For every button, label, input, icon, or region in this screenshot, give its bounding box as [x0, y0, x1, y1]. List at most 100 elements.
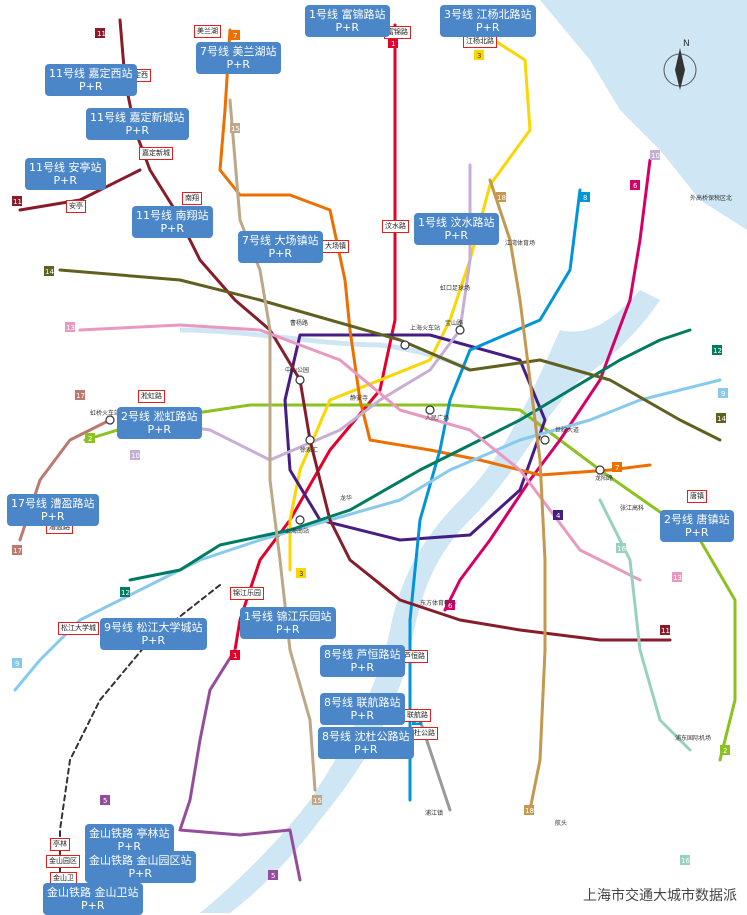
svg-text:静安寺: 静安寺 [350, 394, 368, 402]
svg-text:宝山路: 宝山路 [445, 319, 463, 327]
line-13 [78, 323, 642, 582]
svg-text:3: 3 [299, 570, 303, 578]
station-marker-jinshan-park: 金山园区 [46, 855, 80, 868]
station-marker-tangzhen: 唐镇 [687, 490, 707, 503]
svg-text:5: 5 [271, 872, 275, 880]
svg-text:N: N [683, 39, 690, 49]
svg-text:徐家汇: 徐家汇 [300, 446, 318, 454]
station-marker-dachang: 大场镇 [322, 240, 349, 253]
station-marker-meilan-lake: 美兰湖 [194, 25, 221, 38]
station-marker-luheng: 芦恒路 [401, 650, 428, 663]
svg-text:11: 11 [661, 627, 670, 635]
svg-text:1: 1 [233, 652, 237, 660]
interchange-longyang [595, 465, 605, 475]
station-marker-jiading-new: 嘉定新城 [139, 147, 173, 160]
interchange-people-square [425, 405, 435, 415]
interchange-century-ave [540, 435, 550, 445]
svg-text:13: 13 [673, 574, 682, 582]
svg-text:1: 1 [391, 40, 395, 48]
svg-text:12: 12 [713, 347, 722, 355]
svg-text:9: 9 [721, 390, 725, 398]
svg-text:上海火车站: 上海火车站 [410, 324, 440, 332]
line-3 [288, 28, 532, 572]
svg-text:4: 4 [556, 512, 561, 520]
svg-text:世纪大道: 世纪大道 [555, 426, 579, 434]
svg-text:外高桥保税区北: 外高桥保税区北 [690, 194, 732, 202]
svg-text:10: 10 [131, 452, 140, 460]
line-6 [443, 158, 652, 612]
station-marker-anting: 安亭 [66, 200, 86, 213]
svg-text:中山公园: 中山公园 [285, 366, 309, 374]
station-marker-jinjiang: 锦江乐园 [230, 587, 264, 600]
svg-text:18: 18 [497, 194, 506, 202]
svg-text:15: 15 [313, 797, 322, 805]
line-12 [128, 328, 692, 582]
svg-text:曹杨路: 曹杨路 [290, 319, 308, 327]
line-15 [228, 98, 317, 792]
svg-text:浦东国际机场: 浦东国际机场 [675, 734, 711, 742]
line-10 [138, 163, 472, 462]
line-1 [233, 23, 397, 652]
svg-text:航头: 航头 [555, 819, 567, 827]
svg-text:15: 15 [231, 125, 240, 133]
svg-text:虹桥火车站: 虹桥火车站 [90, 409, 120, 417]
svg-text:11: 11 [97, 30, 106, 38]
svg-text:6: 6 [633, 182, 638, 190]
interchange-hongqiao [105, 415, 115, 425]
interchange-xujiahui [305, 435, 315, 445]
svg-text:14: 14 [45, 268, 54, 276]
svg-text:16: 16 [681, 857, 690, 865]
svg-text:18: 18 [525, 807, 534, 815]
station-marker-wenshui: 汶水路 [382, 220, 409, 233]
line-4 [283, 333, 547, 542]
line-pujiang [418, 718, 452, 812]
svg-text:13: 13 [66, 324, 75, 332]
svg-text:东方体育中心: 东方体育中心 [420, 599, 456, 607]
line-5 [178, 648, 302, 882]
svg-text:11: 11 [13, 198, 22, 206]
svg-text:16: 16 [617, 545, 626, 553]
line-14 [58, 268, 722, 442]
compass-icon: N [663, 39, 697, 90]
svg-text:龙阳路: 龙阳路 [595, 474, 613, 482]
line-16 [598, 498, 692, 752]
watermark: 上海市交通大城市数据派 [583, 888, 737, 904]
svg-text:7: 7 [233, 32, 237, 40]
svg-text:10: 10 [651, 152, 660, 160]
svg-text:虹口足球场: 虹口足球场 [440, 284, 470, 292]
station-marker-lianhang: 联航路 [404, 709, 431, 722]
svg-text:17: 17 [76, 392, 85, 400]
svg-text:上海南站: 上海南站 [285, 527, 309, 535]
station-marker-tinglin: 亭林 [50, 838, 70, 851]
river-yangtze [540, 0, 747, 230]
interchange-shanghai-station [400, 340, 410, 350]
station-marker-songjiang-univ: 松江大学城 [58, 622, 99, 635]
interchange-zhongshan-park [295, 375, 305, 385]
svg-text:龙华: 龙华 [340, 494, 352, 502]
svg-text:6: 6 [448, 602, 453, 610]
svg-text:江湾体育场: 江湾体育场 [505, 239, 535, 247]
station-marker-nanxiang: 南翔 [182, 192, 202, 205]
river-huangpu [200, 290, 660, 913]
line-18 [488, 178, 547, 812]
line-8 [408, 188, 582, 802]
svg-text:3: 3 [477, 52, 481, 60]
svg-text:2: 2 [723, 747, 727, 755]
